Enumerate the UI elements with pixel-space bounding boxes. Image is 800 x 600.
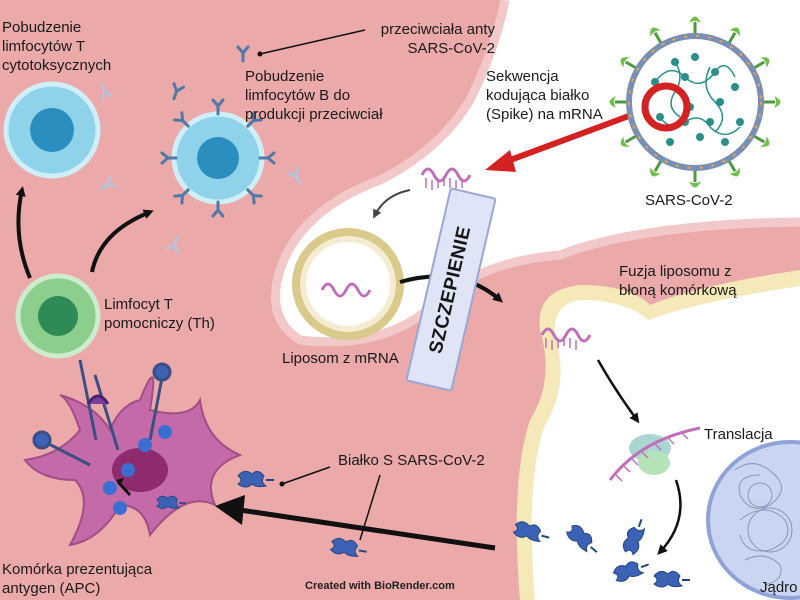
fusion-mrna: [540, 327, 592, 343]
mhc-receptors: [32, 359, 172, 467]
protein-pointer: [281, 466, 331, 485]
spike-sequence-highlight: [641, 82, 691, 132]
arrow-th-to-tc: [15, 186, 32, 279]
biorender-credit: Created with BioRender.com: [305, 580, 455, 592]
arrow-mrna-to-ribosome: [596, 359, 640, 424]
antigen-presenting-cell: [23, 376, 243, 547]
sars-cov-2-virus: [608, 15, 782, 189]
arrow-mrna-to-liposome: [373, 189, 411, 219]
arrow-ribosome-to-protein: [657, 479, 682, 555]
label-s-protein: Białko S SARS-CoV-2: [338, 452, 485, 469]
translation-mrna: [608, 426, 701, 481]
nucleus: [706, 440, 800, 600]
liposome-mrna: [320, 282, 372, 298]
label-nucleus: Jądro: [760, 579, 798, 596]
helper-t-cell: [15, 273, 101, 359]
arrow-cell-to-apc: [239, 507, 496, 551]
label-translation: Translacja: [704, 426, 773, 443]
label-virus: SARS-CoV-2: [645, 192, 733, 209]
red-arrow: [503, 107, 647, 165]
cytotoxic-t-cell: [3, 81, 101, 179]
antibody-pointer: [259, 29, 366, 55]
label-liposome: Liposom z mRNA: [282, 350, 399, 367]
arrow-th-to-b: [90, 209, 154, 273]
b-cell: [160, 98, 276, 218]
host-region-edge: [271, 0, 800, 347]
